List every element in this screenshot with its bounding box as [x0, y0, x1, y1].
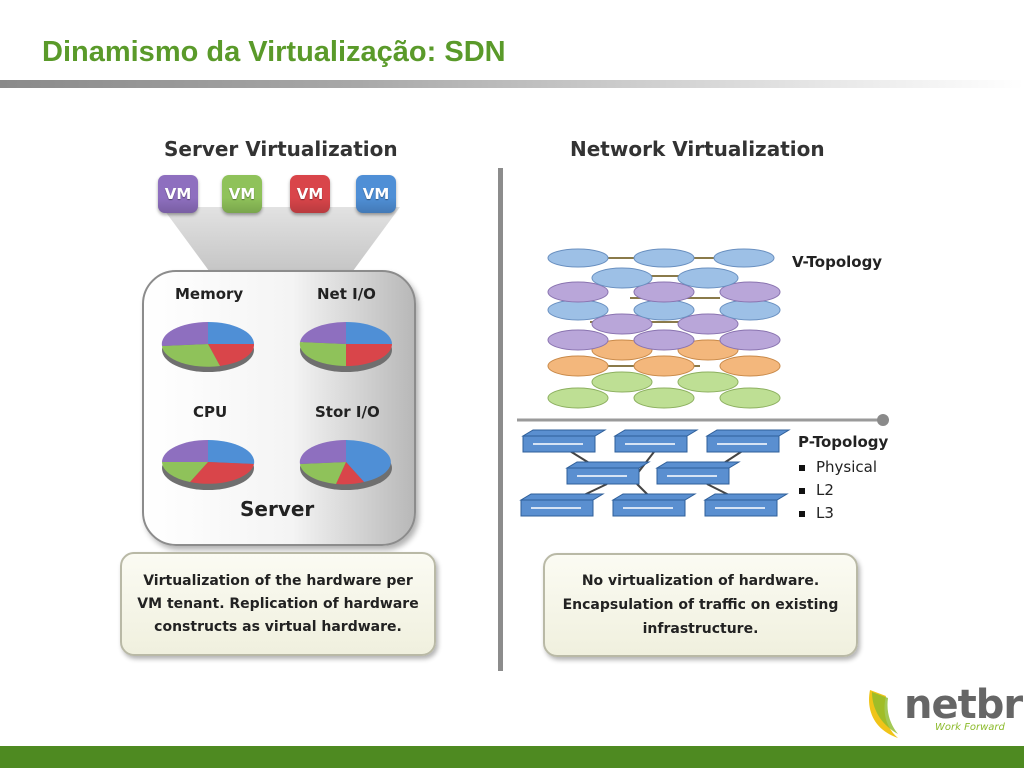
p-topology-list: Physical L2 L3 [794, 456, 877, 525]
server-box [142, 270, 416, 546]
footer-bar [0, 746, 1024, 768]
p-topology-item: L2 [794, 479, 877, 502]
v-topology-graphic [547, 248, 781, 409]
cpu-pie-icon [162, 439, 255, 490]
server-virtualization-caption-text: Virtualization of the hardware per VM te… [137, 572, 419, 635]
vm-box-2: VM [222, 175, 262, 213]
vm-label: VM [164, 185, 192, 203]
p-topology-graphic [519, 429, 791, 517]
p-topology-item: Physical [794, 456, 877, 479]
v-topology-label: V-Topology [792, 253, 883, 271]
net-io-label: Net I/O [317, 285, 376, 303]
vm-funnel-shape [162, 207, 400, 275]
server-virtualization-caption: Virtualization of the hardware per VM te… [120, 552, 436, 656]
netbr-logo-swoosh-icon [869, 690, 898, 738]
vm-label: VM [362, 185, 390, 203]
stor-io-pie-icon [299, 439, 392, 490]
vm-box-1: VM [158, 175, 198, 213]
topology-separator [517, 414, 889, 426]
title-rule [0, 80, 1024, 88]
cpu-label: CPU [193, 403, 228, 421]
vm-label: VM [228, 185, 256, 203]
memory-pie-icon [161, 321, 255, 372]
netbr-logo-tagline: Work Forward [935, 722, 1005, 733]
server-virtualization-heading: Server Virtualization [164, 137, 398, 161]
p-topology-label: P-Topology [798, 433, 889, 451]
netbr-logo-text: netbr [904, 682, 1023, 728]
vm-box-4: VM [356, 175, 396, 213]
slide-title: Dinamismo da Virtualização: SDN [42, 36, 506, 68]
memory-label: Memory [175, 285, 244, 303]
vm-label: VM [296, 185, 324, 203]
panel-divider [498, 168, 503, 671]
vm-box-3: VM [290, 175, 330, 213]
stor-io-label: Stor I/O [315, 403, 380, 421]
network-virtualization-heading: Network Virtualization [570, 137, 825, 161]
network-virtualization-caption-text: No virtualization of hardware. Encapsula… [562, 573, 839, 637]
net-io-pie-icon [299, 321, 392, 372]
p-topology-item: L3 [794, 502, 877, 525]
server-label: Server [240, 497, 315, 521]
network-virtualization-caption: No virtualization of hardware. Encapsula… [543, 553, 858, 657]
